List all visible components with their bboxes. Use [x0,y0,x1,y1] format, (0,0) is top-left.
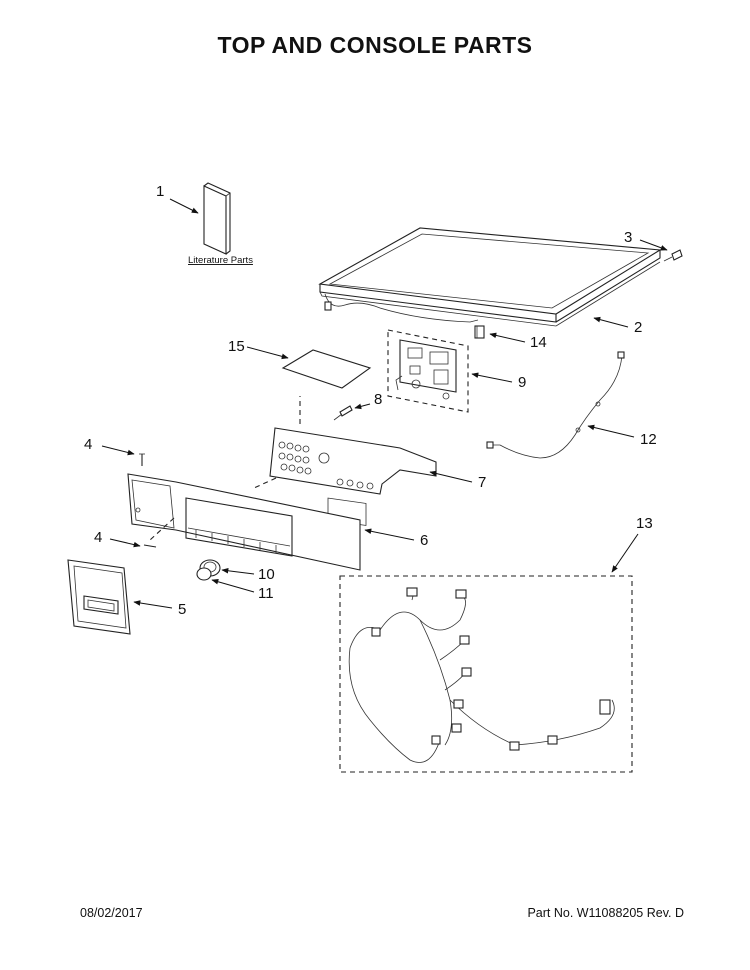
callout-7: 7 [478,474,486,491]
callout-5: 5 [178,601,186,618]
leader-8 [354,403,371,410]
leader-6 [364,528,415,541]
leader-1 [169,198,199,214]
callout-8: 8 [374,391,382,408]
console-part-6 [127,473,361,571]
leader-5 [133,600,173,609]
screw-part-8 [333,405,353,421]
footer-date: 08/02/2017 [80,906,143,920]
leader-2 [593,316,629,328]
leader-11 [211,579,255,593]
leader-4-upper [101,445,135,456]
screw-part-4-upper [139,453,145,466]
knob-part-11 [196,567,212,581]
literature-parts-booklet [203,182,231,255]
connector-part-14 [474,325,485,339]
leader-12 [587,424,635,438]
footer-part-number: Part No. W11088205 Rev. D [527,906,684,920]
dispenser-part-5 [67,559,131,635]
sheet-part-15 [281,349,372,389]
callout-6: 6 [420,532,428,549]
callout-4-upper: 4 [84,436,92,453]
callout-1: 1 [156,183,164,200]
leader-3 [639,239,668,251]
screw-part-4-lower [143,544,157,548]
callout-13: 13 [636,515,653,532]
leader-10 [221,568,255,575]
literature-parts-label: Literature Parts [188,255,253,266]
leader-9 [471,372,513,383]
callout-4-lower: 4 [94,529,102,546]
callout-10: 10 [258,566,275,583]
callout-11: 11 [258,585,274,602]
callout-12: 12 [640,431,657,448]
leader-15 [246,346,289,360]
callout-3: 3 [624,229,632,246]
page-title: TOP AND CONSOLE PARTS [217,32,533,58]
main-wire-harness-part-13 [339,575,633,773]
callout-9: 9 [518,374,526,391]
leader-13 [611,533,639,573]
assembly-line-4 [149,517,175,541]
control-board-part-9 [387,329,469,413]
callout-2: 2 [634,319,642,336]
top-panel [318,227,662,327]
leader-7 [429,470,473,483]
assembly-line-7 [253,477,277,489]
leader-14 [489,332,526,343]
wire-harness-part-12 [486,351,625,459]
callout-15: 15 [228,338,245,355]
leader-4-lower [109,538,141,548]
callout-14: 14 [530,334,547,351]
screw-part-3 [663,249,683,262]
